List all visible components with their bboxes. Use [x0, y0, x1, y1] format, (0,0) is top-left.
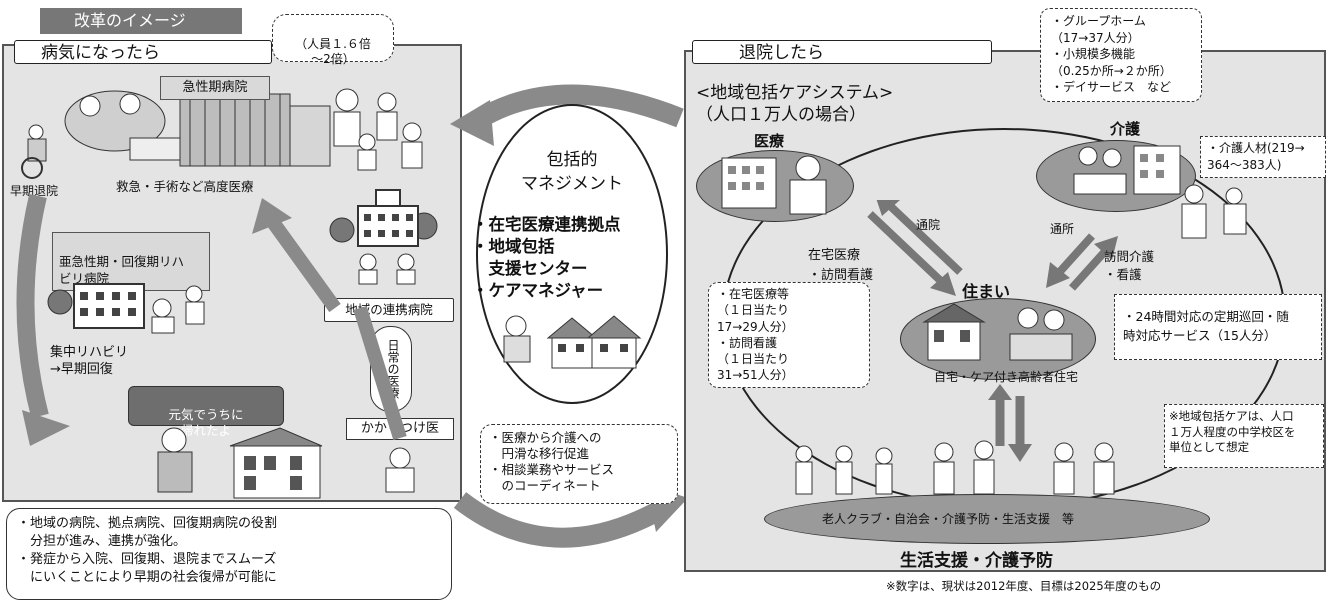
homecare-nursing-label: 在宅医療 ・訪問看護 — [808, 248, 874, 283]
management-item-1: ・在宅医療連携拠点 — [472, 215, 621, 234]
support-title: 生活支援・介護予防 — [900, 551, 1053, 571]
system-subtitle: （人口１万人の場合） — [696, 105, 866, 125]
subacute-hospital-label: 亜急性期・回復期リハ ビリ病院 — [52, 232, 210, 291]
left-flow-arrows — [16, 193, 407, 446]
home-speech-bubble: 元気でうちに 帰れたよ — [128, 386, 284, 438]
home-illustration — [922, 303, 1073, 361]
acute-hospital-illustration — [64, 90, 331, 167]
bottom-note-line-2: 分担が進み、連携が強化。 — [17, 534, 187, 549]
medical-illustration — [721, 155, 827, 215]
local-hospital-illustration — [329, 189, 438, 285]
rehab-caption: 集中リハビリ →早期回復 — [50, 345, 129, 377]
management-items: ・在宅医療連携拠点 ・地域包括 支援センター ・ケアマネジャー — [472, 214, 672, 302]
family-doctor-illustration — [385, 447, 415, 493]
header-title-banner: 改革のイメージ — [40, 8, 242, 34]
acute-caption: 救急・手術など高度医療 — [116, 179, 254, 194]
staff-note-bubble: （人員１.６倍 ～2倍） — [272, 14, 394, 66]
early-discharge-label: 早期退院 — [10, 184, 59, 198]
day-service-label: 通所 — [1050, 222, 1075, 236]
home-elder-illustration — [157, 427, 323, 499]
bottom-note-line-1: ・地域の病院、拠点病院、回復期病院の役割 — [17, 516, 278, 531]
right-flow-arrows — [867, 200, 1118, 462]
home-label: 住まい — [962, 282, 1011, 301]
acute-hospital-label: 急性期病院 — [160, 76, 270, 100]
care-manager-houses-illustration — [503, 315, 642, 369]
management-item-4: ・ケアマネジャー — [472, 281, 604, 300]
visit-care-label: 訪問介護 ・看護 — [1104, 249, 1155, 282]
round-service-bubble: ・24時間対応の定期巡回・随 時対応サービス（15人分） — [1114, 294, 1322, 360]
care-facilities-bubble: ・グループホーム （17→37人分） ・小規模多機能 （0.25か所→２か所） … — [1040, 8, 1202, 102]
support-oval — [764, 494, 1210, 544]
care-staff-bubble: ・介護人材(219→ 364～383人) — [1200, 136, 1326, 178]
header-title: 改革のイメージ — [74, 11, 186, 30]
area-note-bubble: ※地域包括ケアは、人口 １万人程度の中学校区を 単位として想定 — [1164, 404, 1324, 468]
community-people-illustration — [795, 440, 1115, 495]
right-panel-title: 退院したら — [692, 40, 992, 64]
bottom-note: ・地域の病院、拠点病院、回復期病院の役割 分担が進み、連携が強化。 ・発症から入… — [6, 508, 452, 600]
outpatient-label: 通院 — [916, 218, 941, 232]
care-label: 介護 — [1110, 120, 1141, 138]
footnote: ※数字は、現状は2012年度、目標は2025年度のもの — [886, 579, 1162, 593]
bottom-note-line-3: ・発症から入院、回復期、退院までスムーズ — [17, 552, 277, 567]
medical-label: 医療 — [754, 132, 785, 150]
left-panel-title: 病気になったら — [14, 40, 272, 64]
rehab-hospital-illustration — [47, 283, 205, 334]
care-staff-illustration — [1181, 184, 1247, 239]
bottom-note-line-4: にいくことにより早期の社会復帰が可能に — [17, 570, 277, 585]
management-item-2: ・地域包括 — [472, 237, 555, 256]
care-illustration — [1073, 145, 1181, 195]
system-title: <地域包括ケアシステム> — [696, 83, 894, 103]
home-caption: 自宅・ケア付き高齢者住宅 — [934, 370, 1079, 384]
management-item-3: 支援センター — [472, 259, 588, 278]
homecare-stats-bubble: ・在宅医療等 （１日当たり 17→29人分） ・訪問看護 （１日当たり 31→5… — [708, 282, 870, 388]
management-title: 包括的 マネジメント — [521, 150, 623, 194]
doctors-illustration — [333, 88, 423, 171]
support-caption: 老人クラブ・自治会・介護予防・生活支援 等 — [822, 512, 1075, 526]
wheelchair-illustration — [21, 124, 47, 179]
center-note: ・医療から介護への 円滑な移行促進 ・相談業務やサービス のコーディネート — [480, 424, 678, 504]
